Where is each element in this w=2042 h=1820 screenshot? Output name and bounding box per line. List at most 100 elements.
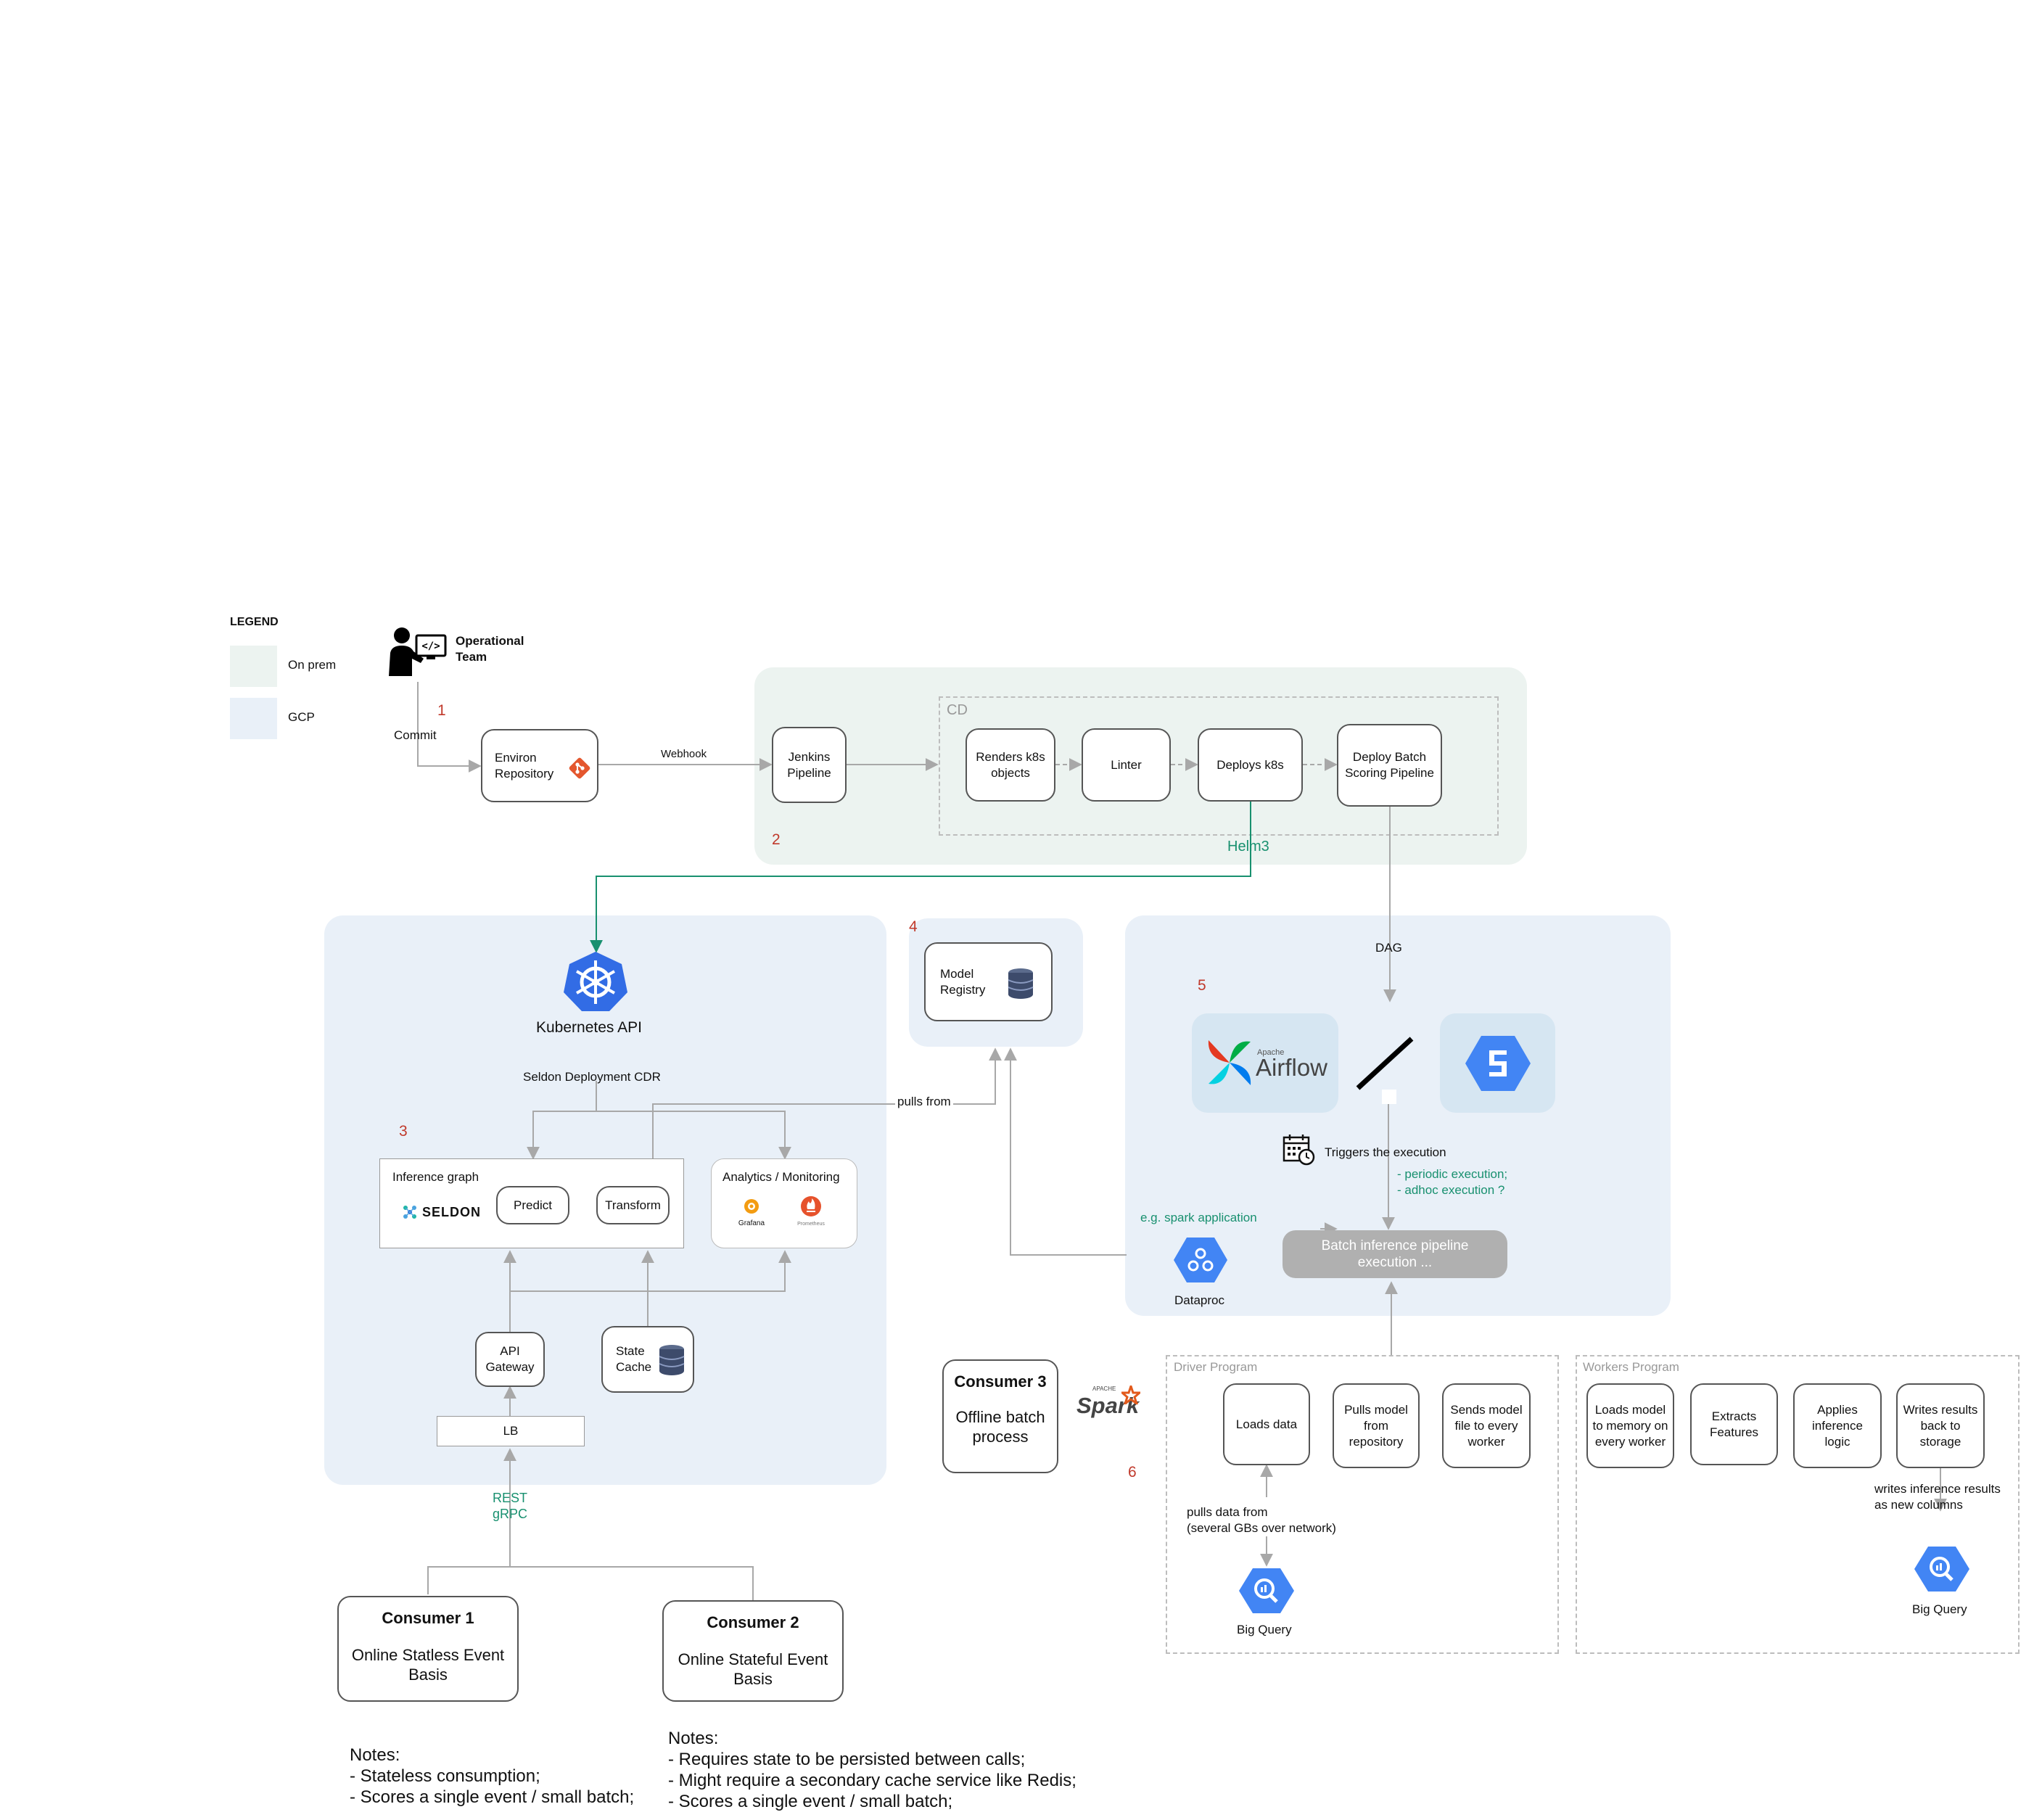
database-icon: [1008, 968, 1034, 999]
api-gateway-line1: API: [500, 1344, 520, 1358]
applies-line3: logic: [1824, 1434, 1850, 1449]
jenkins-pipeline-line1: Jenkins: [788, 749, 831, 764]
triggers-label: Triggers the execution: [1325, 1145, 1446, 1159]
webhook-label: Webhook: [661, 748, 707, 760]
renders-k8s-node[interactable]: Renders k8s objects: [966, 728, 1055, 802]
cloud-composer-icon: [1465, 1034, 1531, 1096]
consumer-2-body1: Online Stateful Event: [678, 1650, 828, 1668]
step-number-4: 4: [909, 918, 918, 935]
transform-label: Transform: [605, 1198, 661, 1212]
jenkins-pipeline[interactable]: Jenkins Pipeline: [772, 727, 847, 803]
dataproc-label: Dataproc: [1174, 1293, 1224, 1307]
developer-icon: </>: [386, 625, 448, 676]
writes-inference-line1: writes inference results: [1874, 1482, 2001, 1496]
state-cache-line2: Cache: [616, 1360, 652, 1374]
consumer-1-title: Consumer 1: [382, 1609, 474, 1627]
pulls-model-node[interactable]: Pulls model from repository: [1333, 1383, 1420, 1468]
airflow-tile: [1192, 1013, 1338, 1113]
pulls-model-line2: from: [1364, 1418, 1388, 1433]
loads-model-node[interactable]: Loads model to memory on every worker: [1586, 1383, 1674, 1468]
operational-team-line2: Team: [456, 650, 487, 664]
calendar-icon: [1283, 1133, 1316, 1170]
writes-results-node[interactable]: Writes results back to storage: [1896, 1383, 1985, 1468]
deploy-batch-line1: Deploy Batch: [1352, 750, 1427, 764]
sends-model-line2: file to every: [1454, 1418, 1518, 1433]
rest-label: REST: [493, 1491, 528, 1505]
spark-logo-text: Spark: [1076, 1393, 1140, 1418]
airflow-icon: [1206, 1037, 1253, 1092]
applies-inference-node[interactable]: Applies inference logic: [1793, 1383, 1882, 1468]
writes-line2: back to: [1920, 1418, 1961, 1433]
api-gateway-node[interactable]: API Gateway: [475, 1332, 545, 1387]
extracts-line2: Features: [1709, 1425, 1759, 1439]
notes-right: Notes: - Requires state to be persisted …: [668, 1728, 1076, 1812]
pulls-from-label: pulls from: [895, 1094, 953, 1110]
loads-model-line2: to memory on: [1592, 1418, 1668, 1433]
consumer-3[interactable]: Consumer 3 Offline batch process: [942, 1359, 1058, 1473]
api-gateway-line2: Gateway: [485, 1360, 535, 1374]
step-number-5: 5: [1198, 977, 1206, 994]
cd-label: CD: [947, 702, 968, 718]
environ-repository-line2: Repository: [495, 766, 554, 781]
consumer-3-body2: process: [972, 1428, 1029, 1446]
consumer-1-body1: Online Statless Event: [351, 1646, 505, 1664]
seldon-logo-text: SELDON: [422, 1204, 482, 1219]
commit-label: Commit: [394, 728, 437, 742]
svg-text:</>: </>: [421, 641, 440, 652]
linter-node[interactable]: Linter: [1082, 728, 1171, 802]
model-registry-line1: Model: [940, 966, 974, 981]
database-icon: [659, 1345, 685, 1375]
git-icon: [569, 757, 590, 779]
state-cache-node[interactable]: State Cache: [601, 1326, 694, 1393]
airflow-label: Airflow: [1256, 1054, 1328, 1081]
writes-inference-line2: as new columns: [1874, 1498, 1963, 1512]
predict-node[interactable]: Predict: [496, 1186, 569, 1224]
loads-model-line1: Loads model: [1594, 1402, 1666, 1417]
pulls-data-label: pulls data from (several GBs over networ…: [1187, 1504, 1336, 1536]
deploy-batch-node[interactable]: Deploy Batch Scoring Pipeline: [1337, 724, 1442, 807]
big-query-icon: [1239, 1567, 1294, 1618]
renders-line2: objects: [991, 765, 1030, 780]
lb-label: LB: [503, 1424, 519, 1438]
consumer-2[interactable]: Consumer 2 Online Stateful Event Basis: [662, 1600, 844, 1702]
sends-model-line3: worker: [1467, 1434, 1505, 1449]
seldon-icon: [403, 1206, 416, 1219]
operational-team-label: Operational Team: [456, 633, 524, 665]
workers-program-label: Workers Program: [1583, 1360, 1679, 1374]
sends-model-line1: Sends model: [1450, 1402, 1523, 1417]
seldon-logo: SELDON: [402, 1204, 481, 1220]
consumer-3-title: Consumer 3: [954, 1372, 1047, 1391]
step-number-1: 1: [437, 702, 446, 719]
jenkins-pipeline-line2: Pipeline: [787, 765, 831, 780]
environ-repository[interactable]: Environ Repository: [481, 729, 598, 802]
batch-pipeline-node[interactable]: Batch inference pipeline execution ...: [1283, 1230, 1507, 1278]
grpc-label: gRPC: [493, 1507, 528, 1521]
dag-label: DAG: [1375, 941, 1402, 955]
spark-app-label: e.g. spark application: [1140, 1211, 1257, 1224]
notes-right-line: Notes:: [668, 1729, 719, 1748]
transform-node[interactable]: Transform: [596, 1186, 670, 1224]
predict-label: Predict: [514, 1198, 552, 1212]
legend-gcp-label: GCP: [288, 710, 315, 724]
consumer-1[interactable]: Consumer 1 Online Statless Event Basis: [337, 1596, 519, 1702]
lb-node[interactable]: LB: [437, 1416, 585, 1446]
legend-swatch-on-prem: [230, 646, 277, 687]
extracts-features-node[interactable]: Extracts Features: [1690, 1383, 1778, 1465]
spark-logo: APACHE Spark: [1075, 1385, 1142, 1422]
step-number-6: 6: [1128, 1464, 1137, 1481]
prometheus-icon: Prometheus: [791, 1195, 831, 1227]
grafana-icon: Grafana: [733, 1197, 770, 1228]
loads-data-node[interactable]: Loads data: [1223, 1383, 1310, 1465]
analytics-monitoring-box[interactable]: [711, 1158, 857, 1248]
pulls-model-line1: Pulls model: [1344, 1402, 1408, 1417]
deploys-k8s-node[interactable]: Deploys k8s: [1198, 728, 1303, 802]
writes-inference-label: writes inference results as new columns: [1874, 1481, 2001, 1513]
batch-pipeline-line2: execution ...: [1357, 1255, 1433, 1270]
applies-line1: Applies: [1817, 1402, 1858, 1417]
notes-right-line: - Scores a single event / small batch;: [668, 1792, 953, 1811]
loads-model-line3: every worker: [1594, 1434, 1666, 1449]
model-registry-node[interactable]: Model Registry: [924, 942, 1053, 1021]
sends-model-node[interactable]: Sends model file to every worker: [1442, 1383, 1531, 1468]
legend-on-prem-label: On prem: [288, 658, 337, 672]
